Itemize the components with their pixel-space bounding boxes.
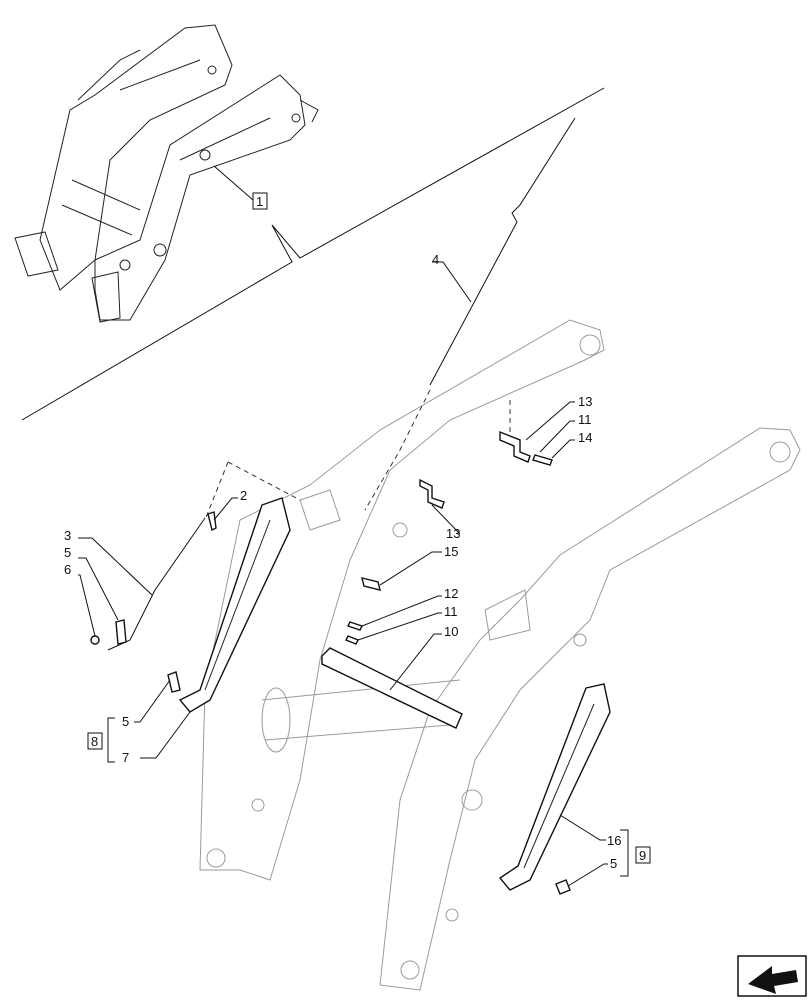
callout-box-8 <box>87 732 103 750</box>
inset-separator-line <box>21 87 605 421</box>
callout-box-9 <box>635 846 651 864</box>
callout-1: 1 <box>256 194 263 209</box>
loader-overview-illustration <box>14 24 319 323</box>
loader-frame-outline <box>199 319 801 991</box>
callout-5b: 5 <box>122 714 129 729</box>
washer-part-6 <box>90 635 100 645</box>
callout-11b: 11 <box>444 604 458 619</box>
bracket-part-13-upper <box>499 430 531 463</box>
bolt-part-14 <box>532 454 553 466</box>
holder-part-16 <box>498 683 611 891</box>
clip-part-15 <box>361 577 381 591</box>
callout-13a: 13 <box>578 394 592 409</box>
callout-14: 14 <box>578 430 592 445</box>
callout-4: 4 <box>432 252 439 267</box>
callout-15: 15 <box>444 544 458 559</box>
callout-3: 3 <box>64 528 71 543</box>
callout-6: 6 <box>64 562 71 577</box>
callout-5c: 5 <box>610 856 617 871</box>
holder-part-7 <box>178 497 291 713</box>
rod-part-3 <box>107 517 206 651</box>
bracket-part-13-lower <box>419 478 445 509</box>
callout-8: 8 <box>91 734 98 749</box>
callout-2: 2 <box>240 488 247 503</box>
part-11 <box>345 635 359 645</box>
callout-10: 10 <box>444 624 458 639</box>
rod-part-4 <box>429 117 576 386</box>
clip-part-5-right <box>555 879 571 895</box>
callout-box-1 <box>252 192 268 210</box>
next-page-arrow-icon[interactable] <box>737 955 807 997</box>
callout-13b: 13 <box>446 526 460 541</box>
clip-part-5-lower <box>167 671 181 693</box>
callout-7: 7 <box>122 750 129 765</box>
callout-12: 12 <box>444 586 458 601</box>
callout-5a: 5 <box>64 545 71 560</box>
pin-part-2 <box>207 511 217 532</box>
callout-9: 9 <box>639 848 646 863</box>
clip-part-5 <box>115 619 127 645</box>
callout-16: 16 <box>607 833 621 848</box>
part-12 <box>347 621 363 631</box>
callout-11a: 11 <box>578 412 592 427</box>
